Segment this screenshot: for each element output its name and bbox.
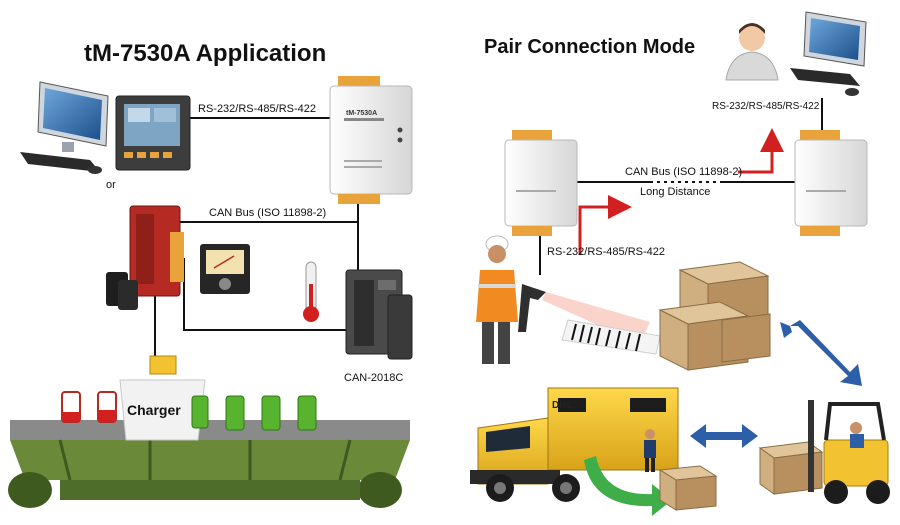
green-arrow xyxy=(584,456,672,516)
stacked-boxes xyxy=(658,261,771,371)
right-can-label: CAN Bus (ISO 11898-2) xyxy=(625,166,743,178)
meter-icon xyxy=(200,244,250,294)
charger-unit xyxy=(119,355,206,441)
can2018c-label: CAN-2018C xyxy=(344,372,404,384)
user-icon xyxy=(725,23,779,81)
small-worker-icon xyxy=(644,429,656,472)
computer-icon xyxy=(20,81,109,174)
controller-icon xyxy=(106,205,184,310)
long-distance-label: Long Distance xyxy=(640,186,711,198)
red-arrows xyxy=(578,128,784,255)
forklift-icon xyxy=(758,400,890,504)
right-rs-bottom-label: RS-232/RS-485/RS-422 xyxy=(547,246,666,258)
barcode-label xyxy=(561,319,661,355)
ground-boxes xyxy=(658,465,718,511)
thermometer-icon xyxy=(303,261,319,322)
hmi-panel-icon xyxy=(115,95,191,171)
can2018c-device xyxy=(345,269,413,360)
conveyor-belt xyxy=(8,420,410,508)
module-label-left: tM-7530A xyxy=(346,110,378,117)
left-title: tM-7530A Application xyxy=(84,40,327,67)
computer-icon-right xyxy=(790,11,867,96)
tm7530a-module-pair-2 xyxy=(794,130,868,236)
blue-arrows xyxy=(690,320,862,448)
truck-logo: DNL xyxy=(552,400,573,411)
truck-icon xyxy=(470,387,679,502)
right-title: Pair Connection Mode xyxy=(484,36,696,58)
right-wiring xyxy=(539,98,823,275)
battery-icons xyxy=(61,391,317,431)
left-can-label: CAN Bus (ISO 11898-2) xyxy=(209,207,327,219)
tm7530a-module-pair-1 xyxy=(504,130,578,236)
charger-label: Charger xyxy=(127,402,181,418)
or-label: or xyxy=(106,179,116,191)
left-rs-label: RS-232/RS-485/RS-422 xyxy=(198,103,317,115)
right-rs-top-label: RS-232/RS-485/RS-422 xyxy=(712,101,820,112)
tm7530a-module-left xyxy=(329,76,413,204)
worker-icon xyxy=(476,235,518,364)
